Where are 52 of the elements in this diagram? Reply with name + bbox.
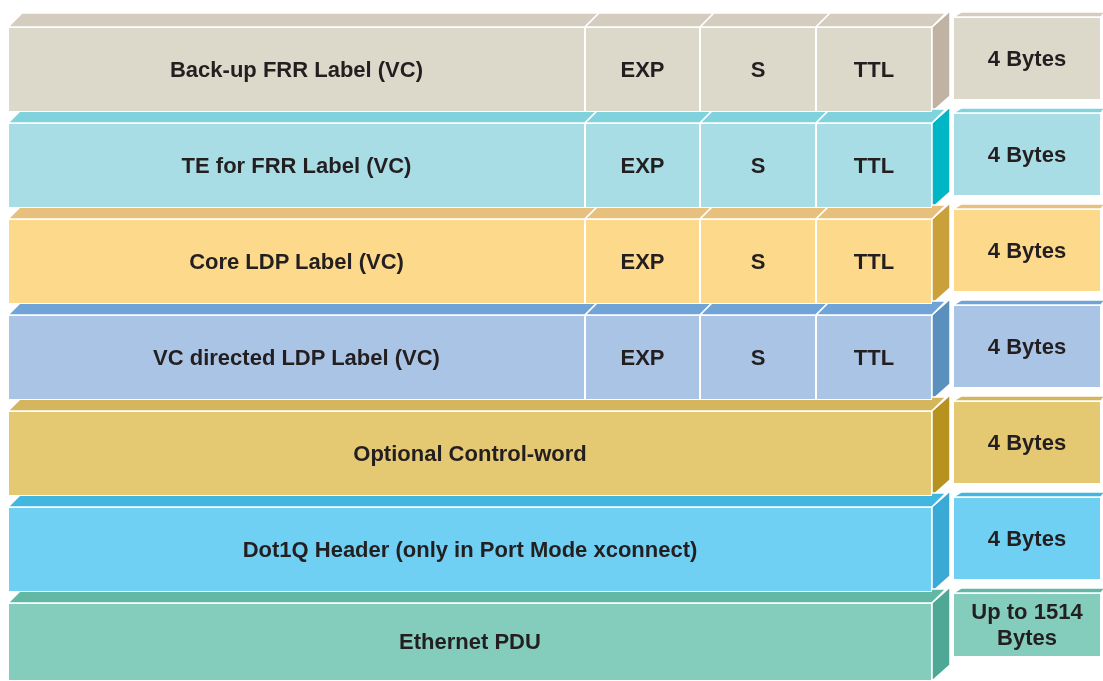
field-box — [700, 123, 816, 208]
field-box — [8, 507, 932, 592]
field-label: EXP — [620, 152, 665, 179]
field-box — [8, 315, 585, 400]
field-label: TTL — [853, 344, 895, 371]
field-label: 4 Bytes — [986, 333, 1068, 360]
field-label: S — [750, 152, 766, 179]
size-box — [953, 401, 1101, 484]
field-box — [700, 27, 816, 112]
field-label: EXP — [620, 344, 665, 371]
field-box — [8, 219, 585, 304]
field-box — [8, 123, 585, 208]
field-box — [700, 315, 816, 400]
field-box — [8, 411, 932, 496]
field-box — [816, 315, 932, 400]
size-box — [953, 305, 1101, 388]
field-label: VC directed LDP Label (VC) — [153, 344, 440, 371]
field-label: TE for FRR Label (VC) — [181, 152, 412, 179]
field-label: Back-up FRR Label (VC) — [170, 56, 423, 83]
field-label: S — [750, 344, 766, 371]
field-label: Up to 1514 Bytes — [970, 599, 1084, 651]
field-box — [816, 27, 932, 112]
field-label: 4 Bytes — [986, 525, 1068, 552]
field-box — [585, 123, 700, 208]
field-box — [585, 315, 700, 400]
field-label: 4 Bytes — [986, 237, 1068, 264]
size-box — [953, 209, 1101, 292]
field-label: S — [750, 248, 766, 275]
field-label: 4 Bytes — [986, 45, 1068, 72]
size-box — [953, 113, 1101, 196]
size-box — [953, 17, 1101, 100]
field-box — [816, 123, 932, 208]
field-label: 4 Bytes — [986, 141, 1068, 168]
field-label: TTL — [853, 56, 895, 83]
field-label: Dot1Q Header (only in Port Mode xconnect) — [242, 536, 698, 563]
field-label: EXP — [620, 56, 665, 83]
size-box — [953, 593, 1101, 657]
field-label: TTL — [853, 248, 895, 275]
field-label: Ethernet PDU — [399, 629, 541, 655]
size-box — [953, 497, 1101, 580]
field-label: Optional Control-word — [353, 440, 587, 467]
field-box — [8, 27, 585, 112]
field-label: 4 Bytes — [986, 429, 1068, 456]
field-box — [700, 219, 816, 304]
field-box — [585, 27, 700, 112]
field-label: S — [750, 56, 766, 83]
field-box — [816, 219, 932, 304]
field-label: TTL — [853, 152, 895, 179]
field-label: EXP — [620, 248, 665, 275]
field-box — [585, 219, 700, 304]
field-box — [8, 603, 932, 681]
field-label: Core LDP Label (VC) — [189, 248, 404, 275]
